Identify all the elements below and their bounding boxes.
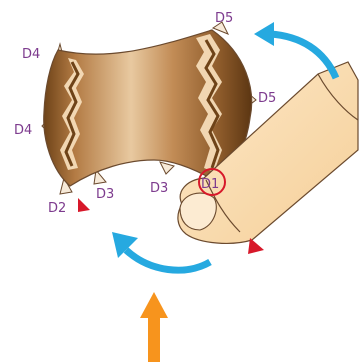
label-d3-left: D3: [96, 187, 114, 202]
label-d5-right: D5: [258, 91, 276, 106]
label-d4-top: D4: [22, 47, 40, 62]
arrow-up: [140, 292, 168, 362]
label-d3-right: D3: [150, 181, 168, 196]
arrow-top-rotation: [254, 22, 336, 78]
label-d4-left: D4: [14, 123, 32, 138]
tab-bottom-right: [160, 162, 174, 174]
marker-d2: [78, 198, 90, 212]
label-d2: D2: [48, 201, 66, 216]
marker-finger: [248, 238, 264, 254]
label-d1: D1: [201, 177, 219, 192]
label-d5-top: D5: [215, 11, 233, 26]
